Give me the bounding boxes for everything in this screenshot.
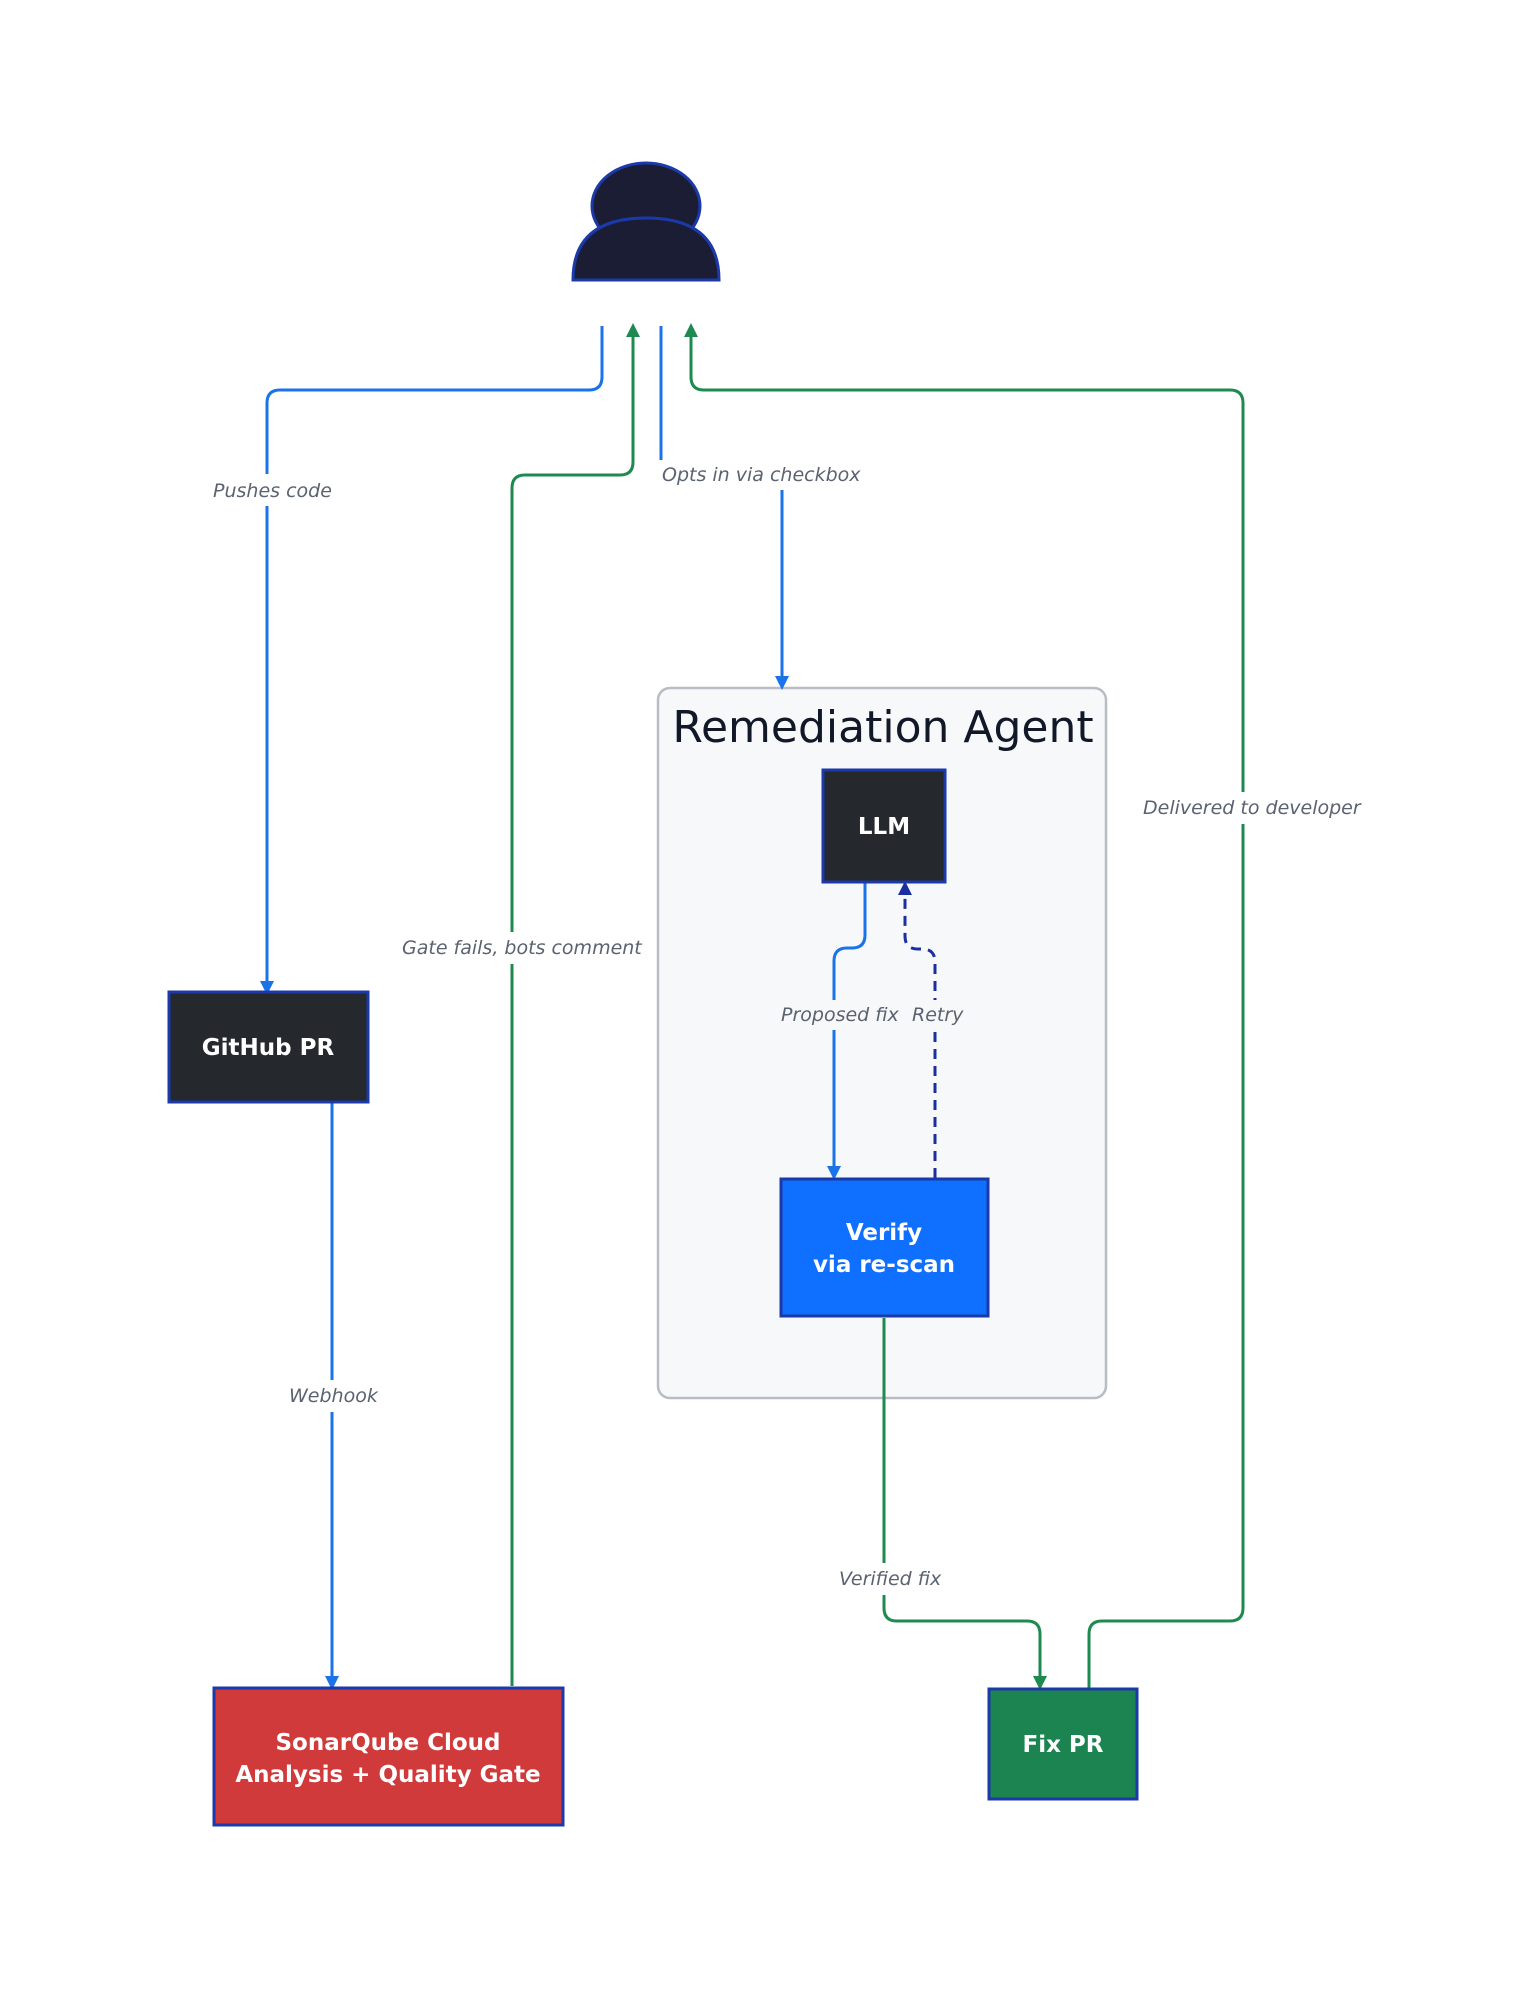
node-github-pr-label: GitHub PR xyxy=(202,1035,335,1061)
node-verify-label-line2: via re-scan xyxy=(813,1252,955,1278)
node-llm: LLM xyxy=(821,768,947,884)
edge-delivered xyxy=(684,323,1245,1688)
edge-pushes-code xyxy=(260,326,604,995)
node-fix-pr-label: Fix PR xyxy=(1022,1732,1103,1758)
node-sonarqube: SonarQube Cloud Analysis + Quality Gate xyxy=(212,1686,565,1827)
label-webhook: Webhook xyxy=(289,1385,379,1407)
label-pushes-code: Pushes code xyxy=(213,480,332,502)
node-github-pr: GitHub PR xyxy=(167,990,370,1104)
node-verify: Verify via re-scan xyxy=(779,1177,990,1318)
node-llm-label: LLM xyxy=(858,814,910,840)
label-retry: Retry xyxy=(912,1004,964,1026)
edge-opts-in xyxy=(659,326,782,683)
node-sonarqube-label-line2: Analysis + Quality Gate xyxy=(235,1762,540,1788)
node-sonarqube-label-line1: SonarQube Cloud xyxy=(275,1730,500,1756)
edge-retry xyxy=(898,881,937,1178)
label-opts-in: Opts in via checkbox xyxy=(662,464,861,486)
developer-icon xyxy=(571,161,721,282)
node-fix-pr: Fix PR xyxy=(987,1687,1139,1801)
edge-verified-fix xyxy=(882,1318,1047,1690)
edge-proposed-fix xyxy=(827,882,867,1180)
remediation-agent-title: Remediation Agent xyxy=(672,702,1093,753)
label-verified-fix: Verified fix xyxy=(839,1568,942,1590)
label-proposed-fix: Proposed fix xyxy=(781,1004,900,1026)
edge-gate-fails xyxy=(510,323,640,1686)
label-delivered: Delivered to developer xyxy=(1143,797,1362,819)
remediation-agent-group: Remediation Agent xyxy=(656,686,1108,1400)
label-gate-fails: Gate fails, bots comment xyxy=(402,937,643,959)
node-verify-label-line1: Verify xyxy=(846,1220,922,1246)
